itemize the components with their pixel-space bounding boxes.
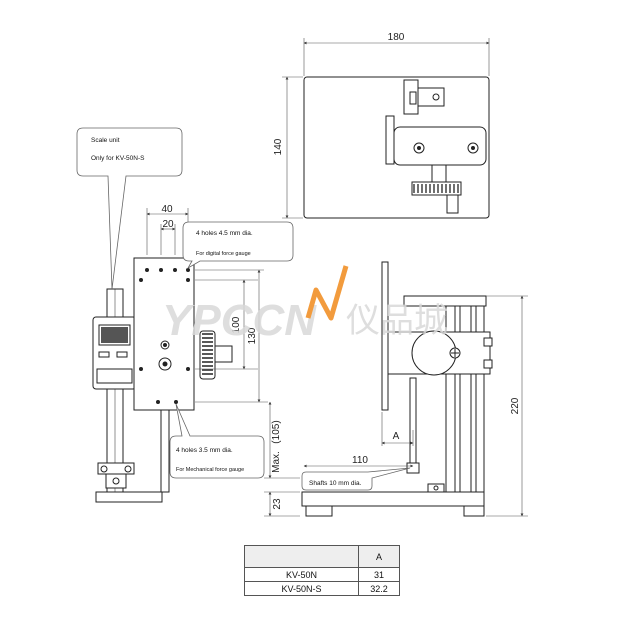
- spec-header-a: A: [358, 545, 400, 568]
- dim-20: 20: [162, 219, 174, 230]
- scale-unit-subtitle: Only for KV-50N-S: [91, 155, 145, 162]
- top-view-bolt-right: [467, 142, 479, 154]
- scale-button-1: [98, 351, 110, 358]
- scale-button-2: [116, 351, 128, 358]
- dim-A: A: [393, 431, 400, 442]
- table-row: KV-50N 31: [244, 567, 400, 582]
- dim-23: 23: [272, 498, 283, 510]
- dim-180: 180: [388, 32, 405, 43]
- callout-holes-35: 4 holes 3.5 mm dia. For Mechanical force…: [169, 403, 265, 479]
- top-view-dimensions: [282, 38, 490, 219]
- side-base: [301, 491, 485, 507]
- callout-holes-45: 4 holes 4.5 mm dia. For digital force ga…: [182, 221, 294, 270]
- top-view-clamp-slot: [409, 91, 417, 105]
- dim-max: Max.: [271, 451, 282, 473]
- dim-110: 110: [352, 455, 368, 466]
- top-view-shaft: [446, 194, 459, 214]
- front-view: [92, 257, 233, 503]
- dim-220: 220: [510, 397, 521, 414]
- holes-35-subtitle: For Mechanical force gauge: [176, 467, 244, 473]
- mounting-plate: [133, 257, 195, 411]
- dim-40: 40: [161, 204, 173, 215]
- front-view-dimensions: [146, 208, 300, 517]
- front-gear-shaft: [214, 345, 233, 363]
- spec-a-value: 32.2: [358, 581, 400, 596]
- watermark-latin: YPCCN: [162, 296, 317, 345]
- table-row: KV-50N-S 32.2: [244, 581, 400, 596]
- holes-45-subtitle: For digital force gauge: [196, 251, 251, 257]
- top-view-carriage: [393, 126, 487, 166]
- top-view: [303, 76, 490, 219]
- watermark-logo: YPCCN 仪品城: [162, 265, 448, 345]
- spec-table: A KV-50N 31 KV-50N-S 32.2: [244, 545, 400, 596]
- scale-display-foot: [96, 368, 133, 384]
- callout-scale-unit: Scale unit Only for KV-50N-S: [76, 127, 183, 290]
- mount-holes-top: [139, 268, 190, 404]
- dim-140: 140: [273, 138, 284, 155]
- top-view-column: [385, 115, 395, 165]
- watermark-lightning: [305, 265, 349, 321]
- top-view-knob-neck: [431, 164, 447, 183]
- top-view-bolt-left: [413, 142, 425, 154]
- front-base-left: [95, 491, 163, 503]
- spec-table-header: A: [244, 545, 400, 568]
- shafts-label: Shafts 10 mm dia.: [309, 480, 362, 487]
- dim-105: (105): [271, 420, 282, 443]
- holes-45-title: 4 holes 4.5 mm dia.: [196, 230, 253, 237]
- side-top-cap: [403, 295, 487, 307]
- top-view-clamp-head: [417, 87, 445, 107]
- top-view-base-outline: [303, 76, 490, 219]
- side-base-foot-right: [463, 505, 485, 517]
- dim-130: 130: [247, 327, 258, 344]
- top-view-clamp-screw: [432, 93, 440, 101]
- spec-model: KV-50N-S: [244, 581, 359, 596]
- holes-35-title: 4 holes 3.5 mm dia.: [176, 447, 233, 454]
- side-view-dimensions: [303, 295, 528, 517]
- dim-100: 100: [231, 316, 242, 333]
- side-base-foot-left: [305, 505, 333, 517]
- watermark-cjk: 仪品城: [346, 301, 448, 341]
- spec-model: KV-50N: [244, 567, 359, 582]
- spec-header-model: [244, 545, 359, 568]
- spec-a-value: 31: [358, 567, 400, 582]
- scale-unit-title: Scale unit: [91, 137, 120, 144]
- front-support-rod: [160, 409, 170, 493]
- side-view: [301, 261, 493, 517]
- callout-shafts: Shafts 10 mm dia.: [301, 467, 411, 491]
- side-shaft: [409, 377, 417, 474]
